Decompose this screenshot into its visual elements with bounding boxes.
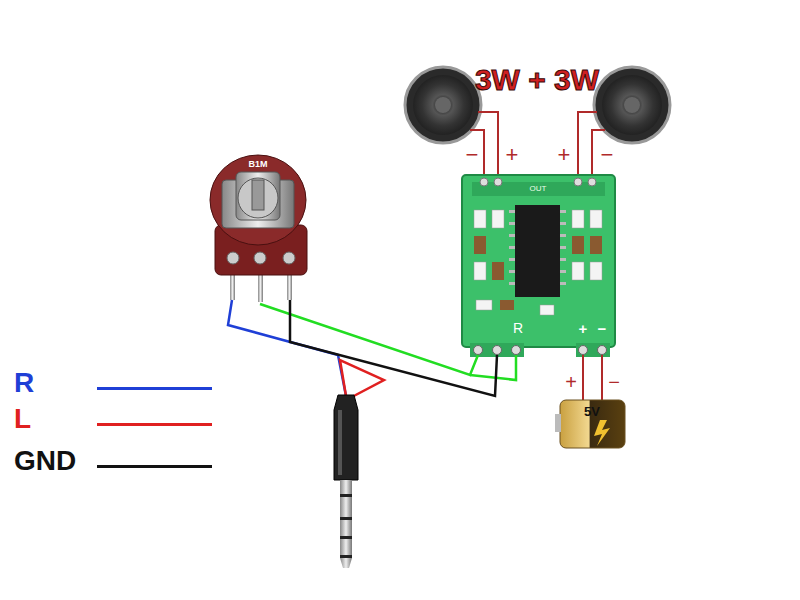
signal-wires <box>228 300 516 398</box>
legend-swatch <box>97 465 212 468</box>
amplifier-board <box>462 175 615 357</box>
audio-jack <box>334 395 358 568</box>
legend-text: GND <box>14 445 76 476</box>
legend-entry: R <box>14 368 224 398</box>
terminal-sign: − <box>466 144 479 166</box>
battery-terminal: − <box>608 372 620 392</box>
terminal-sign: − <box>601 144 614 166</box>
board-marking: OUT <box>530 185 547 193</box>
speaker-left <box>405 67 481 143</box>
legend-swatch <box>97 423 212 426</box>
potentiometer <box>210 155 307 302</box>
pin-name: − <box>598 321 607 336</box>
speaker-wires <box>470 112 605 182</box>
terminal-sign: + <box>506 144 519 166</box>
pin-name: R <box>513 321 523 335</box>
pin-name: 5V <box>557 347 570 358</box>
battery-voltage: 5V <box>584 405 600 418</box>
battery <box>555 400 625 448</box>
battery-terminal: + <box>565 372 577 392</box>
legend-swatch <box>97 387 212 390</box>
legend-text: L <box>14 403 31 434</box>
legend-entry: L <box>14 404 224 434</box>
legend-entry: GND <box>14 446 224 476</box>
speaker-right <box>594 67 670 143</box>
power-wires <box>583 355 602 402</box>
part-value: B1M <box>248 160 267 169</box>
terminal-sign: + <box>558 144 571 166</box>
pin-name: + <box>579 321 588 336</box>
power-rating: 3W + 3W <box>475 65 599 95</box>
legend-text: R <box>14 367 34 398</box>
